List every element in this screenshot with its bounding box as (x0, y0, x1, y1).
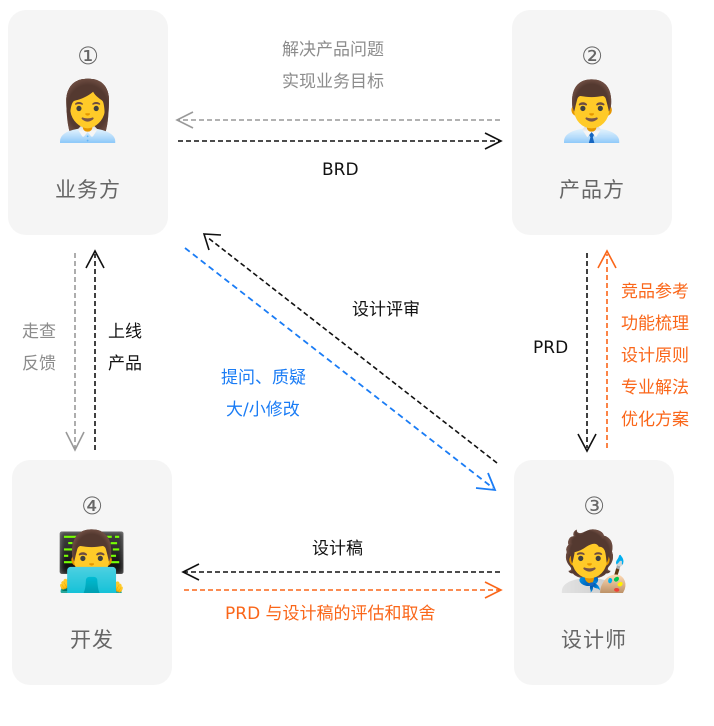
label-product: 产品 (108, 354, 142, 374)
label-questions: 提问、质疑 (221, 368, 306, 388)
arrow-prd-down (577, 253, 597, 453)
label-optimize-plan: 优化方案 (621, 410, 689, 430)
arrow-business-to-product (178, 132, 503, 150)
node-number: ② (581, 42, 603, 70)
node-label: 产品方 (559, 178, 625, 202)
arrow-design-draft-to-dev (181, 563, 500, 581)
arrow-dev-feedback-down (65, 253, 85, 452)
label-walkthrough: 走查 (22, 322, 56, 342)
node-label: 设计师 (561, 628, 627, 652)
node-business: ① 👩‍💼 业务方 (8, 10, 168, 235)
arrow-evaluation-to-designer (184, 581, 503, 599)
arrow-design-review (202, 233, 498, 464)
label-prd: PRD (533, 338, 569, 358)
node-number: ④ (81, 492, 103, 520)
label-design-draft: 设计稿 (312, 539, 363, 559)
arrow-dev-launch-up (85, 249, 105, 450)
label-solve-problem: 解决产品问题 (282, 40, 384, 60)
label-design-principle: 设计原则 (621, 346, 689, 366)
label-function-sort: 功能梳理 (621, 314, 689, 334)
label-competitor-ref: 竞品参考 (621, 282, 689, 302)
artist-icon: 🧑‍🎨 (557, 527, 631, 595)
label-launch: 上线 (108, 322, 142, 342)
label-pro-solution: 专业解法 (621, 378, 689, 398)
arrow-product-to-business (175, 111, 500, 129)
node-number: ③ (583, 492, 605, 520)
label-evaluation: PRD 与设计稿的评估和取舍 (225, 604, 436, 624)
label-achieve-goal: 实现业务目标 (282, 72, 384, 92)
woman-office-worker-icon: 👩‍💼 (51, 77, 125, 145)
node-label: 业务方 (55, 178, 121, 202)
label-modifications: 大/小修改 (226, 400, 300, 420)
arrow-questions-to-designer (184, 247, 497, 492)
node-developer: ④ 👨‍💻 开发 (12, 460, 172, 685)
arrow-designer-input-up (597, 249, 617, 448)
label-brd: BRD (322, 160, 359, 180)
node-label: 开发 (70, 628, 114, 652)
node-number: ① (77, 42, 99, 70)
label-design-review: 设计评审 (352, 300, 420, 320)
man-technologist-icon: 👨‍💻 (55, 527, 129, 595)
label-feedback: 反馈 (22, 354, 56, 374)
node-product: ② 👨‍💼 产品方 (512, 10, 672, 235)
man-office-worker-icon: 👨‍💼 (555, 77, 629, 145)
node-designer: ③ 🧑‍🎨 设计师 (514, 460, 674, 685)
